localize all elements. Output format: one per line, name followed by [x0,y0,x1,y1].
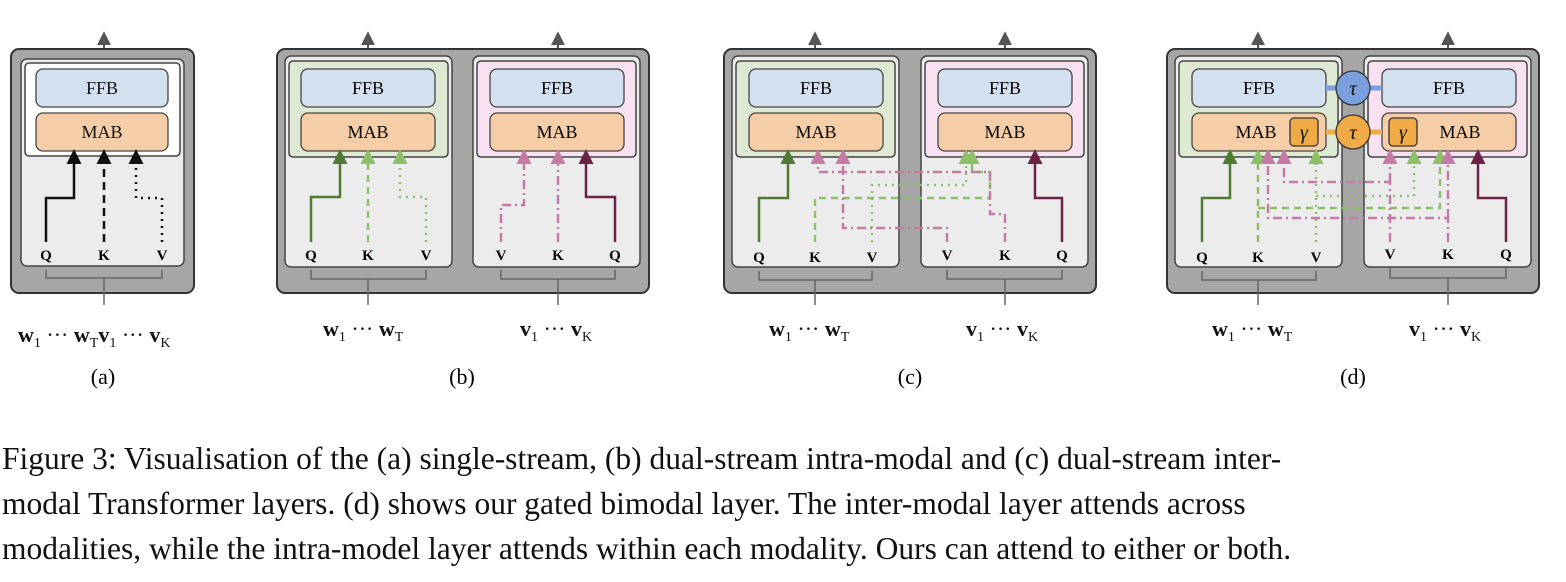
caption-line-2: modal Transformer layers. (d) shows our … [2,486,1246,521]
port-v-label: V [421,248,432,264]
mab-label: MAB [1439,122,1480,142]
port-v-label: V [942,248,953,264]
mab-label: MAB [347,122,388,142]
input-sequence-w: w1 ··· wT [769,316,850,345]
port-v-label: V [1385,247,1396,263]
port-q-label: Q [1196,250,1208,266]
input-sequence-wv: w1 ··· wTv1 ··· vK [18,322,170,351]
input-sequence-v: v1 ··· vK [966,316,1038,345]
tau-gate-mab-label: τ [1349,120,1358,144]
mab-label: MAB [984,122,1025,142]
port-k-label: K [809,250,821,266]
figure-3-diagram: FFB MAB Q K V w1 ··· wTv1 ··· vK (a) FFB… [10,31,1540,389]
ffb-label: FFB [352,78,384,98]
ffb-label: FFB [989,78,1021,98]
mab-label: MAB [795,122,836,142]
panel-d-gated-bimodal: FFB MAB FFB MAB τ τ γ γ Q K V V [1166,31,1540,389]
gamma-gate-text-label: γ [1300,122,1309,144]
port-q-label: Q [40,248,52,264]
panel-c-inter-modal: FFB MAB FFB MAB Q K V V K Q w1 ··· wT v1… [723,31,1097,389]
caption-line-3: modalities, while the intra-model layer … [2,531,1292,566]
ffb-label: FFB [541,78,573,98]
mab-label: MAB [536,122,577,142]
ffb-label: FFB [86,78,118,98]
tau-gate-mab-icon [1335,114,1371,150]
port-k-label: K [999,248,1011,264]
mab-label: MAB [81,122,122,142]
tau-gate-ffb-icon [1335,70,1371,106]
panel-d-label: (d) [1340,364,1366,389]
panel-a-single-stream: FFB MAB Q K V w1 ··· wTv1 ··· vK (a) [10,31,195,389]
ffb-label: FFB [800,78,832,98]
gamma-gate-visual-label: γ [1399,122,1408,144]
port-k-label: K [362,248,374,264]
port-q-label: Q [753,250,765,266]
port-v-label: V [1311,250,1322,266]
gamma-gate-visual-icon [1388,117,1418,147]
port-v-label: V [157,248,168,264]
port-v-label: V [867,250,878,266]
port-q-label: Q [609,248,621,264]
port-k-label: K [552,248,564,264]
port-v-label: V [496,248,507,264]
port-k-label: K [98,248,110,264]
port-q-label: Q [1500,247,1512,263]
mab-label: MAB [1235,122,1276,142]
input-sequence-w: w1 ··· wT [323,316,404,345]
ffb-label: FFB [1243,78,1275,98]
input-sequence-v: v1 ··· vK [1409,316,1481,345]
panel-b-label: (b) [449,364,475,389]
gamma-gate-text-icon [1289,117,1319,147]
tau-gate-ffb-label: τ [1349,76,1358,100]
panel-a-label: (a) [91,364,115,389]
panel-c-label: (c) [898,364,922,389]
caption-line-1: Figure 3: Visualisation of the (a) singl… [2,441,1282,476]
port-q-label: Q [1056,248,1068,264]
input-sequence-w: w1 ··· wT [1212,316,1293,345]
ffb-label: FFB [1433,78,1465,98]
figure-caption: Figure 3: Visualisation of the (a) singl… [2,436,1558,571]
input-sequence-v: v1 ··· vK [520,316,592,345]
port-k-label: K [1252,250,1264,266]
panel-b-intra-modal: FFB MAB Q K V FFB MAB V K Q w1 ··· wT v1… [276,31,650,389]
port-k-label: K [1442,247,1454,263]
port-q-label: Q [305,248,317,264]
